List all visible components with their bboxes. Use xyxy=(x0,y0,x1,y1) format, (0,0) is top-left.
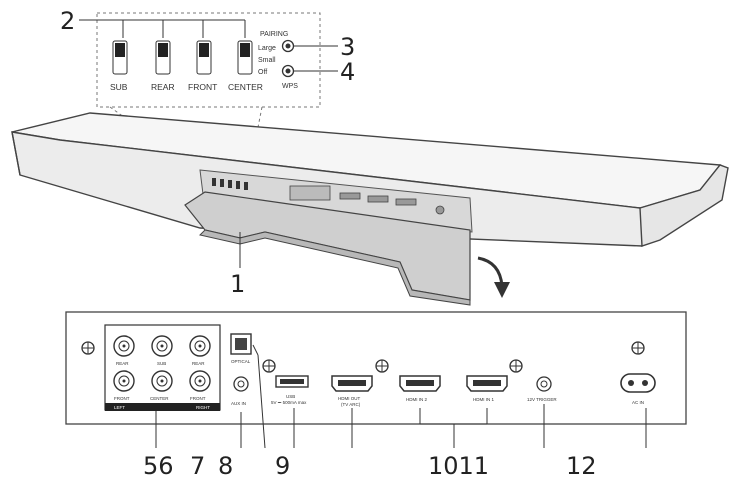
pairing-button[interactable] xyxy=(281,39,295,53)
soundbar-body: 1 xyxy=(11,112,729,306)
wps-button[interactable] xyxy=(281,64,295,78)
switch-sub-label: SUB xyxy=(110,82,128,92)
callout-56: 56 xyxy=(143,452,174,480)
rear-switches-small xyxy=(212,178,445,215)
right-label: RIGHT xyxy=(196,405,210,410)
hdmi-out-sub-label: (TV ARC) xyxy=(341,402,361,407)
switch-front-label: FRONT xyxy=(188,82,217,92)
ac-in-socket[interactable] xyxy=(620,373,656,393)
rca-front-left-label: FRONT xyxy=(114,396,130,401)
screw-icon xyxy=(375,359,389,373)
callout-2: 2 xyxy=(60,7,75,35)
callout-4: 4 xyxy=(340,58,355,86)
rca-front-right-jack[interactable] xyxy=(189,370,211,392)
hdmi-in-2-label: HDMI IN 2 xyxy=(406,397,427,402)
rca-front-right-label: FRONT xyxy=(190,396,206,401)
switch-center-label: CENTER xyxy=(228,82,263,92)
rca-center-jack[interactable] xyxy=(151,370,173,392)
usb-port[interactable] xyxy=(275,375,309,388)
off-label: Off xyxy=(258,69,267,76)
screw-icon xyxy=(631,341,645,355)
ac-in-label: AC IN xyxy=(632,400,644,405)
switch-rear[interactable]: REAR xyxy=(151,40,175,92)
callout-8: 8 xyxy=(218,452,233,480)
rca-sub-label: SUB xyxy=(157,361,166,366)
connector-panel: REAR SUB REAR FRONT CENTER FRONT LEFT RI… xyxy=(65,311,687,425)
hdmi-in-1-label: HDMI IN 1 xyxy=(473,397,494,402)
optical-label: OPTICAL xyxy=(231,359,251,364)
hdmi-out-port[interactable] xyxy=(331,375,373,392)
aux-in-label: AUX IN xyxy=(231,401,246,406)
rca-front-left-jack[interactable] xyxy=(113,370,135,392)
rca-sub-jack[interactable] xyxy=(151,335,173,357)
large-label: Large xyxy=(258,45,276,52)
rca-rear-right-jack[interactable] xyxy=(189,335,211,357)
rca-rear-left-label: REAR xyxy=(116,361,129,366)
rca-rear-right-label: REAR xyxy=(192,361,205,366)
pairing-label: PAIRING xyxy=(260,31,288,38)
optical-port[interactable] xyxy=(230,333,252,355)
hdmi-in-1-port[interactable] xyxy=(466,375,508,392)
trigger-label: 12V TRIGGER xyxy=(527,397,557,402)
rca-rear-left-jack[interactable] xyxy=(113,335,135,357)
screw-icon xyxy=(81,341,95,355)
switch-center[interactable]: CENTER xyxy=(228,40,263,92)
switch-rear-label: REAR xyxy=(151,82,175,92)
switch-detail-panel: 2 SUB REAR FRONT CENTER PAIRING Large xyxy=(60,7,355,179)
switch-sub[interactable]: SUB xyxy=(110,40,128,92)
callout-1011: 1011 xyxy=(428,452,489,480)
callout-9: 9 xyxy=(275,452,290,480)
callout-3: 3 xyxy=(340,33,355,61)
screw-icon xyxy=(509,359,523,373)
remove-cover-arrow xyxy=(477,256,504,287)
callout-7: 7 xyxy=(190,452,205,480)
callout-12: 12 xyxy=(566,452,597,480)
bottom-callouts: 56 7 8 9 1011 12 xyxy=(143,344,647,480)
left-label: LEFT xyxy=(114,405,125,410)
usb-label: USB xyxy=(286,394,295,399)
small-label: Small xyxy=(258,57,276,64)
aux-in-jack[interactable] xyxy=(233,376,249,392)
wps-label: WPS xyxy=(282,83,298,90)
callout-1: 1 xyxy=(230,270,245,298)
trigger-jack[interactable] xyxy=(536,376,552,392)
switch-front[interactable]: FRONT xyxy=(188,40,217,92)
hdmi-out-label: HDMI OUT xyxy=(338,396,360,401)
rca-center-label: CENTER xyxy=(150,396,169,401)
hdmi-in-2-port[interactable] xyxy=(399,375,441,392)
usb-sub-label: 5V ⎓ 500mA max xyxy=(271,400,307,405)
screw-icon xyxy=(262,359,276,373)
